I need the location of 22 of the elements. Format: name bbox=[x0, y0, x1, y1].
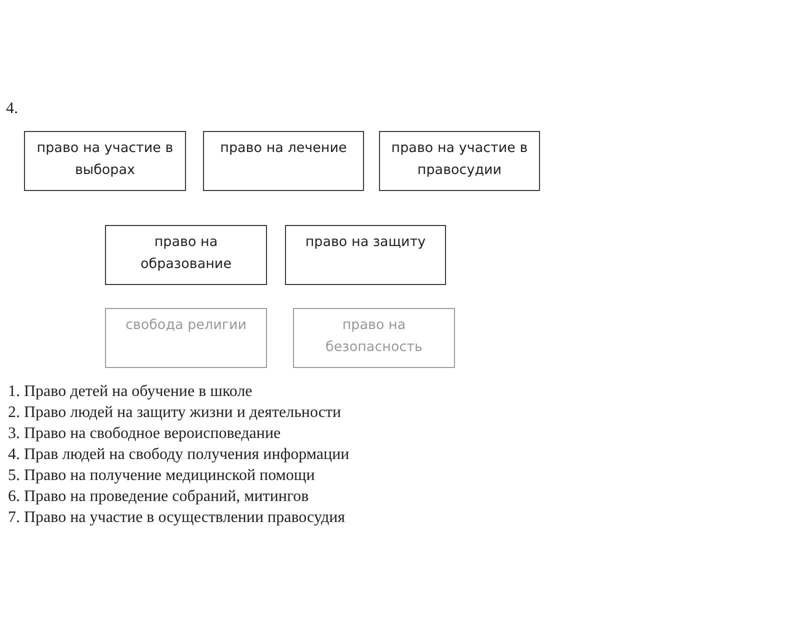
box-text: право на участие в правосудии bbox=[390, 139, 529, 180]
box-text: право на образование bbox=[140, 233, 232, 274]
rights-box bbox=[379, 131, 540, 191]
box-text: право на защиту bbox=[305, 233, 426, 252]
box-text: право на безопасность bbox=[324, 316, 424, 357]
box-text: свобода религии bbox=[125, 316, 247, 335]
list-item: 4. Прав людей на свободу получения информации bbox=[8, 446, 350, 464]
list-item: 2. Право людей на защиту жизни и деятельности bbox=[8, 404, 341, 422]
rights-box bbox=[105, 308, 267, 368]
rights-box bbox=[24, 131, 186, 191]
box-text: право на лечение bbox=[220, 139, 347, 158]
rights-box bbox=[293, 308, 455, 368]
list-item: 5. Право на получение медицинской помощи bbox=[8, 467, 315, 485]
box-text: право на участие в выборах bbox=[36, 139, 174, 180]
task-number: 4. bbox=[6, 100, 18, 118]
list-item: 3. Право на свободное вероисповедание bbox=[8, 425, 281, 443]
list-item: 6. Право на проведение собраний, митингов bbox=[8, 488, 309, 506]
rights-box bbox=[203, 131, 364, 191]
rights-box bbox=[105, 225, 267, 285]
list-item: 7. Право на участие в осуществлении правосудия bbox=[8, 509, 345, 527]
rights-box bbox=[285, 225, 446, 285]
list-item: 1. Право детей на обучение в школе bbox=[8, 383, 252, 401]
